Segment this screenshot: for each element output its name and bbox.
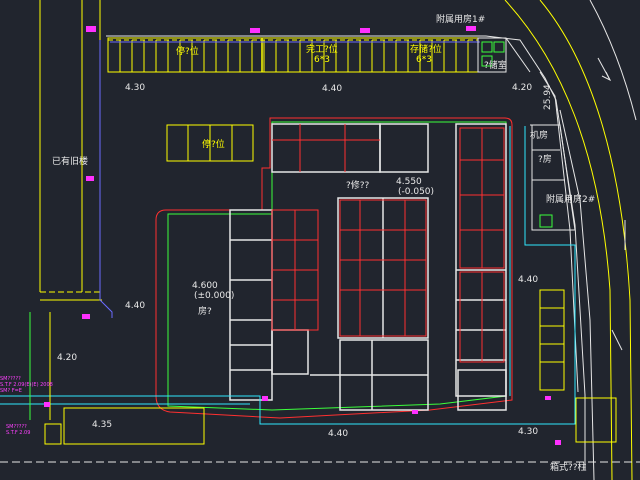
right-parking-strip [539,289,565,391]
drawing-labels: 4.30 4.40 4.20 4.40 4.20 4.35 4.40 4.30 … [0,13,595,473]
elevation-top-mid: 4.40 [322,84,342,94]
utility-line-cyan [0,126,576,425]
aux-building-1-label: 附属用房1# [436,13,485,25]
elevation-bottom-right: 4.30 [518,427,538,437]
repair-elevation-sub: (-0.050) [398,187,434,197]
parking-label-3-sub: 6*3 [416,55,432,65]
elevation-top-left: 4.30 [125,83,145,93]
elevation-left-low: 4.20 [57,353,77,363]
room-left-label: 房? [198,305,212,317]
parking-label-2: 完工?位 [306,43,338,55]
room-left-elevation-sub: (±0.000) [194,291,234,301]
left-note-4: SM????? [6,424,27,430]
right-road-arrows [597,57,626,351]
aux-building-2-label: 附属用房2# [546,193,595,205]
left-note-1: SM????? [0,376,21,382]
annotation-marks [44,26,561,445]
room-left-elevation: 4.600 [192,281,218,291]
repair-elevation: 4.550 [396,177,422,187]
right-room-2-label: ?房 [538,153,552,165]
box-label: 箱式??柱 [550,461,587,473]
aux-building-1 [477,37,531,73]
right-room-1-label: 机房 [530,129,548,141]
warehouse-label: ?储室 [484,59,507,71]
main-building-walls [229,123,507,411]
site-road-outline [99,35,586,470]
elevation-bottom-left: 4.35 [92,420,112,430]
vertical-dimension: 25.94 [543,84,553,110]
right-road-lines [504,0,637,480]
elevation-bottom-mid: 4.40 [328,429,348,439]
elevation-right-mid: 4.40 [518,275,538,285]
left-parking-block [166,124,254,162]
repair-area-label: ?修?? [346,179,370,191]
parking-label-1: 停?位 [176,45,199,57]
elevation-mid-left: 4.40 [125,301,145,311]
parking-label-left: 停?位 [202,138,225,150]
existing-building-label: 已有旧楼 [52,155,88,167]
aux-building-2 [530,124,576,231]
parking-label-3: 存储?位 [410,43,442,55]
left-note-5: S.T.F 2.09 [6,430,30,436]
left-note-3: SM? F=E [0,388,22,394]
main-building-red-outline [155,117,513,419]
left-note-2: S.T.F 2.09(E)(E) 2008 [0,382,53,388]
structural-grid-red [271,124,505,363]
parking-label-2-sub: 6*3 [314,55,330,65]
elevation-top-right: 4.20 [512,83,532,93]
